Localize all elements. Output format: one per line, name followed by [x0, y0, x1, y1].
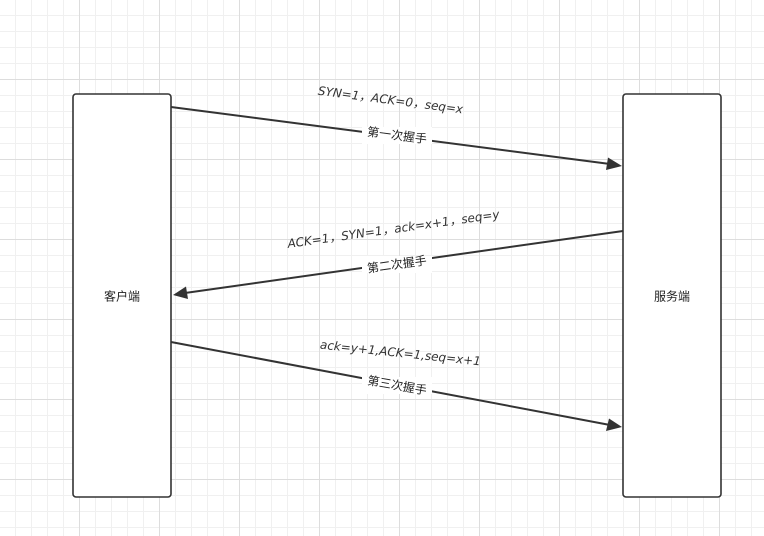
- server-label: 服务端: [654, 289, 690, 304]
- message-3[interactable]: ack=y+1,ACK=1,seq=x+1 第三次握手: [170, 338, 622, 431]
- message-3-step-bg: [362, 377, 432, 394]
- client-node[interactable]: 客户端: [72, 93, 172, 498]
- message-1-flags: SYN=1，ACK=0，seq=x: [317, 84, 465, 117]
- message-2-arrowhead: [173, 286, 188, 299]
- client-label: 客户端: [104, 289, 140, 304]
- message-2-flags: ACK=1，SYN=1，ack=x+1，seq=y: [286, 207, 502, 251]
- message-1[interactable]: SYN=1，ACK=0，seq=x 第一次握手: [170, 84, 622, 170]
- message-2[interactable]: ACK=1，SYN=1，ack=x+1，seq=y 第二次握手: [173, 207, 624, 299]
- server-node[interactable]: 服务端: [622, 93, 722, 498]
- message-3-arrowhead: [606, 418, 622, 431]
- message-2-step-bg: [362, 256, 432, 273]
- message-1-step-bg: [362, 127, 432, 144]
- message-1-arrowhead: [606, 157, 622, 170]
- message-3-flags: ack=y+1,ACK=1,seq=x+1: [319, 338, 481, 369]
